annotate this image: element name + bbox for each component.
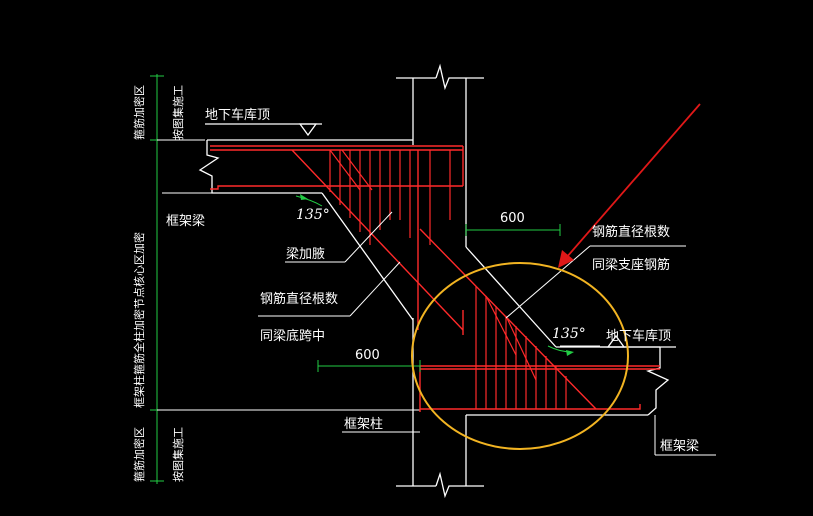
angle-arrow-bottom [566,350,574,356]
left-vertical-bottom-label-2: 按图集施工 [171,427,185,482]
label-beam-haunch: 梁加腋 [286,247,325,262]
left-vertical-bottom-label: 箍筋加密区 [132,427,146,482]
label-same-beam-support-rebar: 同梁支座钢筋 [592,257,670,273]
leaders [162,192,716,456]
label-same-beam-bottom-span: 同梁底跨中 [260,328,325,344]
label-frame-column: 框架柱 [344,417,383,432]
label-basement-roof-right: 地下车库顶 [606,328,671,344]
left-vertical-top-label-2: 按图集施工 [171,85,185,140]
rebars [210,145,660,412]
dimension-lines [295,195,573,372]
left-vertical-top-label: 箍筋加密区 [132,85,146,140]
dimension-top-haunch-length: 600 [500,211,525,226]
label-frame-beam-right: 框架梁 [660,439,699,454]
highlight-circle [411,262,629,450]
label-frame-beam-left: 框架梁 [166,214,205,229]
lower-haunch-stirrups [475,286,567,409]
label-rebar-dia-count-2: 钢筋直径根数 [592,224,670,240]
lower-beam-outline [465,246,676,416]
angle-arrow-top [300,194,308,200]
upper-haunch-stirrups [329,149,451,245]
label-basement-roof-top: 地下车库顶 [205,107,270,123]
dimension-bottom-haunch-length: 600 [355,348,380,363]
left-vertical-middle-label: 框架柱箍筋全柱加密节点核心区加密 [132,232,146,408]
pointer-arrow [558,103,701,268]
upper-beam-outline [198,123,414,321]
label-angle-top: 135° [296,207,330,223]
label-rebar-dia-count-1: 钢筋直径根数 [260,291,338,307]
column-outline [396,63,484,499]
label-angle-bottom: 135° [552,326,586,342]
left-dimension-chain [150,74,420,484]
